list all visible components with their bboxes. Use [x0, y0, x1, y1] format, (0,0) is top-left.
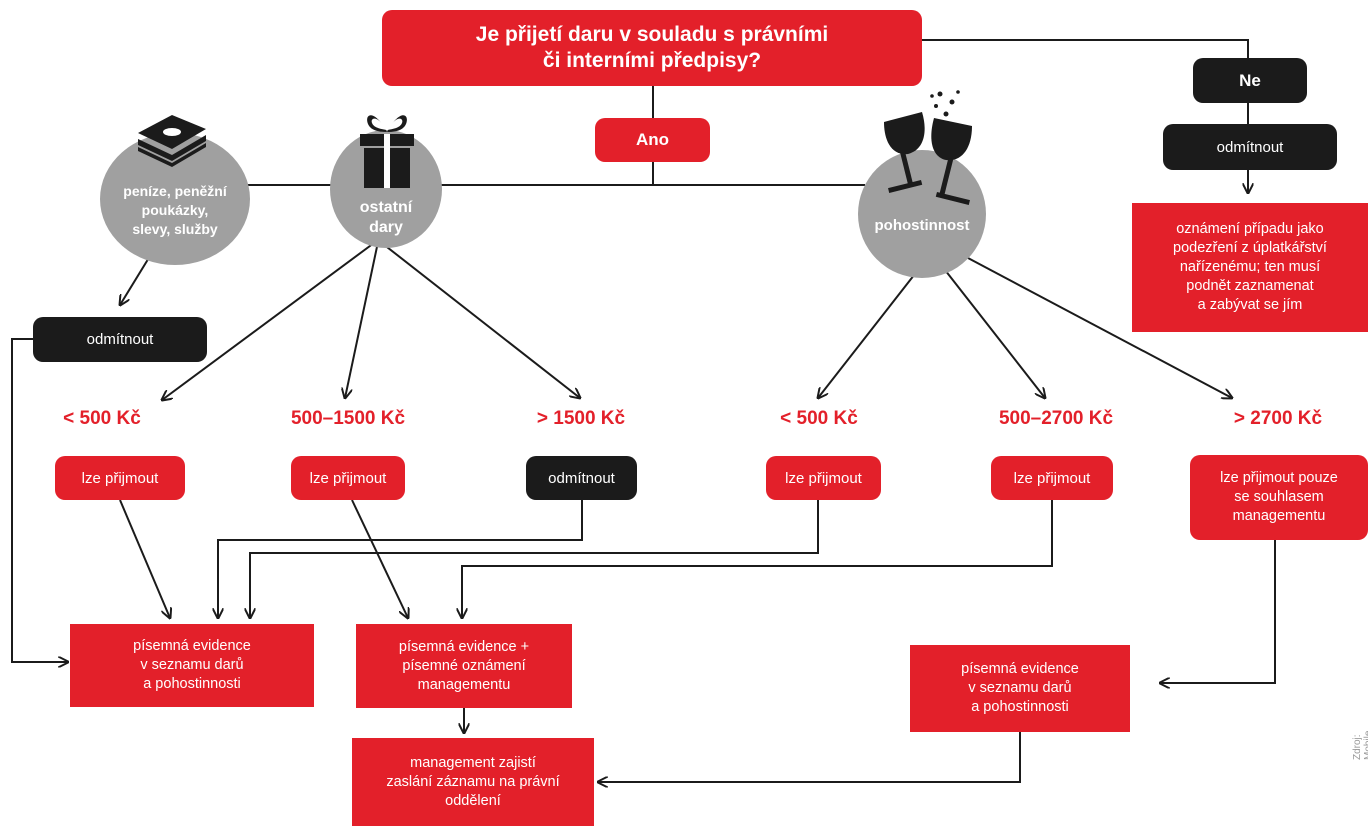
reject-gifts-high: odmítnout: [526, 456, 637, 500]
arrow-gifts-high-record: [218, 500, 583, 618]
category-hospitality: pohostinnost: [858, 150, 986, 278]
arrow-hosp-mid: [944, 269, 1045, 398]
threshold-hosp-high: > 2700 Kč: [1233, 408, 1323, 429]
record-and-notify: písemná evidence + písemné oznámení mana…: [356, 624, 572, 708]
management-forward: management zajistí zaslání záznamu na pr…: [352, 738, 594, 826]
arrow-gifts-low: [162, 239, 379, 400]
threshold-hosp-mid: 500–2700 Kč: [998, 408, 1114, 429]
arrow-gifts-mid-notify: [351, 499, 408, 618]
question-box: Je přijetí daru v souladu s právními či …: [382, 10, 922, 86]
money-stack-icon: [138, 115, 206, 167]
threshold-gifts-low: < 500 Kč: [63, 408, 141, 429]
accept-gifts-mid: lze přijmout: [291, 456, 405, 500]
arrow-gifts-low-record: [119, 499, 170, 618]
accept-hosp-mid: lze přijmout: [991, 456, 1113, 500]
line-question-ne: [920, 39, 1249, 58]
arrow-hosp-low-record: [250, 500, 819, 618]
arrow-hosp-high: [967, 257, 1232, 398]
record-list-right: písemná evidence v seznamu darů a pohost…: [910, 645, 1130, 732]
source-credit: Zdroj: Mobile Blue: [1352, 730, 1368, 760]
accept-hosp-low: lze přijmout: [766, 456, 881, 500]
accept-hosp-high: lze přijmout pouze se souhlasem manageme…: [1190, 455, 1368, 540]
arrow-hosp-high-record: [1160, 540, 1276, 683]
record-list-left: písemná evidence v seznamu darů a pohost…: [70, 624, 314, 707]
accept-gifts-low: lze přijmout: [55, 456, 185, 500]
wine-glasses-icon: [884, 90, 972, 206]
threshold-hosp-low: < 500 Kč: [780, 408, 858, 429]
arrow-record-management: [598, 732, 1021, 782]
arrow-hosp-mid-notify: [462, 500, 1053, 618]
reject-box-no: odmítnout: [1163, 124, 1337, 170]
threshold-gifts-mid: 500–1500 Kč: [290, 408, 406, 429]
arrow-hosp-low: [818, 269, 919, 398]
gift-icon: [360, 115, 414, 188]
yes-box: Ano: [595, 118, 710, 162]
threshold-gifts-high: > 1500 Kč: [536, 408, 626, 429]
arrow-gifts-mid: [345, 241, 379, 398]
suspicion-report-box: oznámení případu jako podezření z úplatk…: [1132, 203, 1368, 332]
arrow-money-reject: [120, 255, 151, 305]
arrow-gifts-high: [377, 239, 580, 398]
no-box: Ne: [1193, 58, 1307, 103]
arrow-reject-record: [11, 338, 68, 662]
reject-box-money: odmítnout: [33, 317, 207, 362]
